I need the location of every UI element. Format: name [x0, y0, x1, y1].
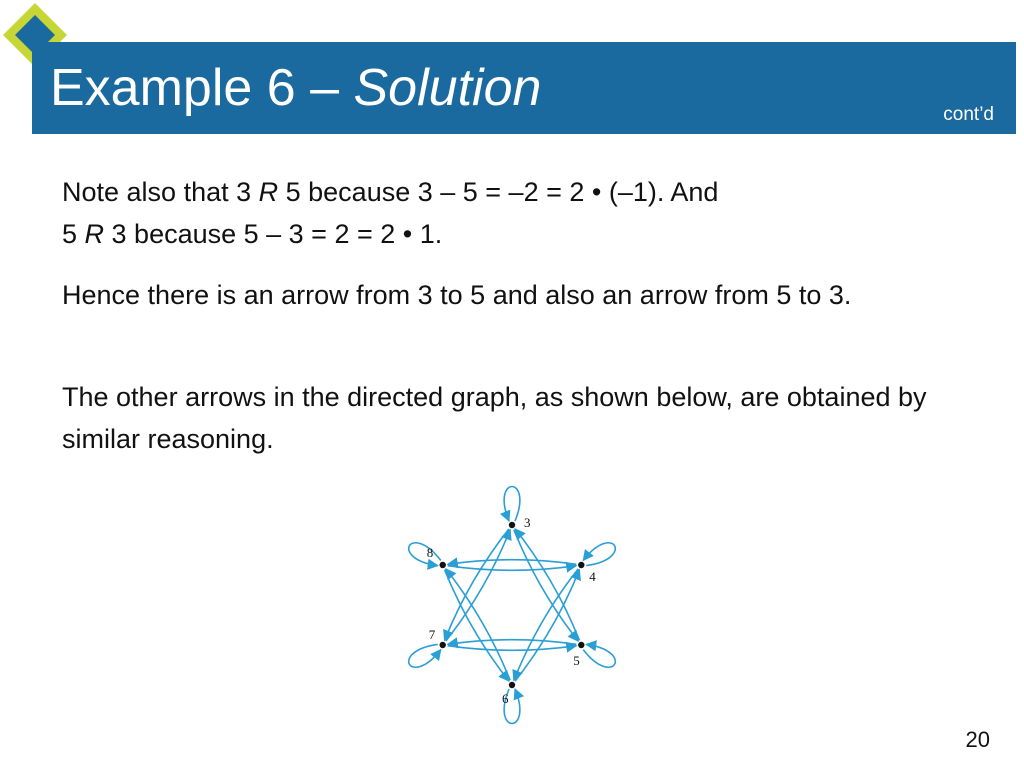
page-number: 20: [965, 727, 990, 752]
node-label-8: 8: [427, 545, 434, 560]
edge-8-to-6: [443, 569, 510, 682]
node-7: [439, 641, 446, 649]
loop-7: [407, 643, 442, 669]
page-title: Example 6 – Solution: [50, 59, 542, 117]
node-5: [578, 641, 585, 649]
node-8: [439, 561, 446, 569]
node-3: [508, 521, 516, 529]
paragraph-1-line-2: 5 R 3 because 5 – 3 = 2 = 2 • 1.: [62, 219, 443, 249]
paragraph-1-line-1: Note also that 3 R 5 because 3 – 5 = –2 …: [62, 177, 719, 207]
loop-4: [582, 541, 617, 567]
title-bar: [32, 42, 1016, 134]
edge-5-to-7: [446, 637, 577, 649]
node-6: [508, 681, 516, 689]
loop-6: [503, 687, 525, 725]
edge-7-to-3: [445, 528, 512, 642]
loop-3: [499, 485, 521, 523]
continued-label: cont’d: [943, 104, 994, 125]
edge-3-to-7: [443, 528, 510, 642]
paragraph-1: Note also that 3 R 5 because 3 – 5 = –2 …: [62, 171, 982, 255]
edge-3-to-5: [513, 529, 579, 642]
edge-4-to-6: [512, 568, 579, 682]
edge-4-to-8: [446, 557, 577, 569]
node-label-7: 7: [429, 627, 436, 642]
paragraph-2: Hence there is an arrow from 3 to 5 and …: [62, 280, 852, 310]
node-label-5: 5: [573, 653, 580, 668]
edge-8-to-4: [447, 561, 578, 573]
directed-graph: 3 4 5 6 7 8: [407, 485, 617, 725]
node-4: [578, 561, 585, 569]
edge-5-to-3: [514, 528, 581, 641]
loop-8: [407, 541, 442, 570]
edge-7-to-5: [447, 641, 578, 653]
paragraph-3: The other arrows in the directed graph, …: [62, 382, 927, 454]
node-label-6: 6: [502, 691, 509, 706]
node-label-4: 4: [589, 569, 596, 584]
loop-5: [582, 640, 617, 669]
edge-6-to-4: [514, 568, 581, 682]
edge-6-to-8: [445, 568, 511, 681]
node-label-3: 3: [524, 515, 531, 530]
